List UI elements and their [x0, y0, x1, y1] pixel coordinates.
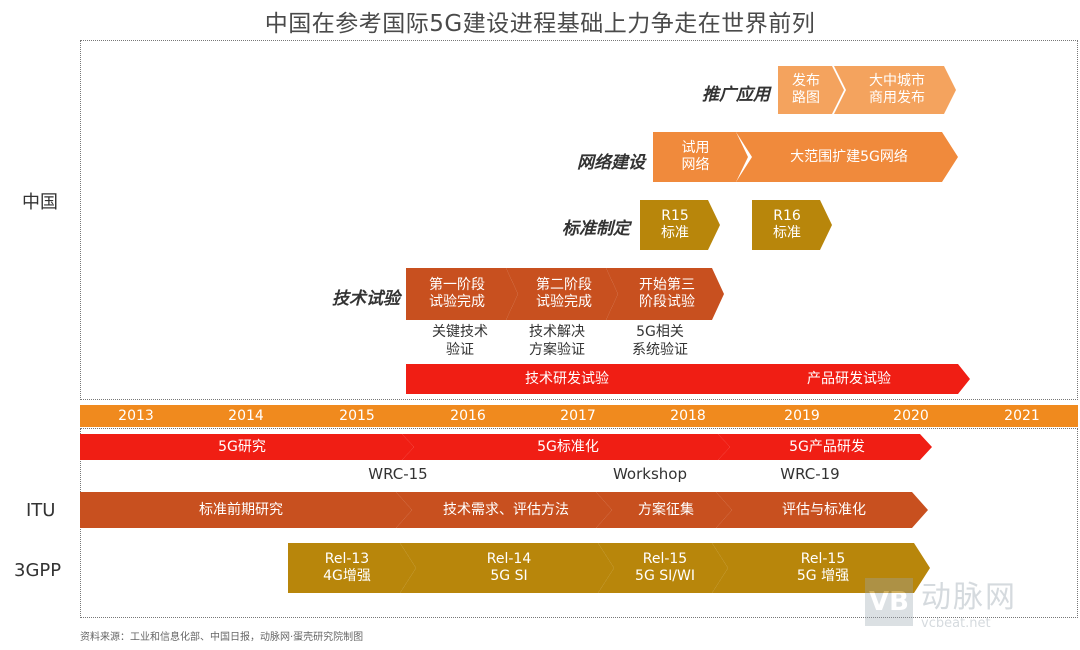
phase-label-standard: 标准制定 [562, 219, 630, 239]
rnd-product: 产品研发试验 [724, 364, 970, 394]
standard-r15: R15 标准 [640, 200, 720, 250]
global-5g-research-text: 5G研究 [218, 438, 266, 455]
global-5g-standard-text: 5G标准化 [537, 438, 599, 455]
rnd-product-text: 产品研发试验 [807, 370, 891, 387]
trial-sub-1: 关键技术 验证 [432, 324, 488, 358]
network-step-expand: 大范围扩建5G网络 [736, 132, 958, 182]
itu-step-3: 方案征集 [596, 492, 732, 528]
trial-phase-2: 第二阶段 试验完成 [506, 268, 618, 320]
tgpp-step-3: Rel-15 5G SI/WI [598, 543, 728, 593]
itu-step-1-text: 标准前期研究 [199, 501, 283, 518]
trial-phase-1: 第一阶段 试验完成 [406, 268, 518, 320]
promote-step-commercial-text: 大中城市 商用发布 [869, 73, 925, 106]
milestone-wrc19: WRC-19 [780, 465, 840, 483]
itu-step-4: 评估与标准化 [716, 492, 928, 528]
page-title: 中国在参考国际5G建设进程基础上力争走在世界前列 [264, 11, 816, 37]
source-footnote: 资料来源：工业和信息化部、中国日报，动脉网·蛋壳研究院制图 [80, 632, 364, 643]
itu-step-2: 技术需求、评估方法 [396, 492, 612, 528]
watermark-text: 动脉网 vcbeat.net [921, 572, 1017, 631]
year-2017: 2017 [560, 408, 596, 424]
trial-phase-1-text: 第一阶段 试验完成 [429, 277, 485, 310]
global-5g-product-text: 5G产品研发 [789, 438, 865, 455]
milestone-workshop: Workshop [612, 465, 687, 483]
trial-sub-3: 5G相关 系统验证 [632, 324, 688, 358]
network-step-expand-text: 大范围扩建5G网络 [790, 148, 908, 165]
watermark-cn: 动脉网 [921, 580, 1017, 615]
network-step-trial: 试用 网络 [653, 132, 748, 182]
year-2014: 2014 [228, 408, 264, 424]
trial-phase-3: 开始第三 阶段试验 [606, 268, 724, 320]
year-timeline: 2013 2014 2015 2016 2017 2018 2019 2020 … [80, 405, 1078, 427]
itu-step-4-text: 评估与标准化 [782, 501, 866, 518]
standard-r16: R16 标准 [752, 200, 832, 250]
year-2020: 2020 [893, 408, 929, 424]
global-5g-research: 5G研究 [80, 434, 414, 460]
region-label-itu: ITU [26, 500, 56, 521]
promote-step-roadmap-text: 发布 路图 [792, 73, 820, 106]
promote-step-commercial: 大中城市 商用发布 [834, 66, 956, 114]
year-2016: 2016 [450, 408, 486, 424]
itu-step-3-text: 方案征集 [638, 501, 694, 518]
region-label-china: 中国 [22, 192, 58, 213]
china-section [80, 40, 1078, 400]
trial-phase-2-text: 第二阶段 试验完成 [536, 277, 592, 310]
tgpp-step-2-text: Rel-14 5G SI [486, 551, 532, 584]
itu-step-2-text: 技术需求、评估方法 [443, 501, 569, 518]
year-2013: 2013 [118, 408, 154, 424]
phase-label-tech-trial: 技术试验 [332, 289, 400, 309]
tgpp-step-1-text: Rel-13 4G增强 [323, 551, 371, 584]
global-5g-product: 5G产品研发 [718, 434, 932, 460]
rnd-tech: 技术研发试验 [406, 364, 738, 394]
standard-r16-text: R16 标准 [773, 208, 801, 241]
vcbeat-logo-icon: VB [865, 577, 913, 626]
year-2021: 2021 [1004, 408, 1040, 424]
trial-sub-2: 技术解决 方案验证 [529, 324, 585, 358]
watermark-en: vcbeat.net [921, 616, 991, 631]
tgpp-step-2: Rel-14 5G SI [400, 543, 614, 593]
global-5g-standard: 5G标准化 [402, 434, 730, 460]
tgpp-step-1: Rel-13 4G增强 [288, 543, 416, 593]
network-step-trial-text: 试用 网络 [681, 140, 710, 173]
year-2019: 2019 [784, 408, 820, 424]
region-label-3gpp: 3GPP [14, 560, 62, 581]
phase-label-promote: 推广应用 [702, 85, 770, 105]
standard-r15-text: R15 标准 [661, 208, 689, 241]
tgpp-step-4: Rel-15 5G 增强 [712, 543, 930, 593]
watermark: VB 动脉网 vcbeat.net [865, 572, 1017, 631]
milestone-wrc15: WRC-15 [368, 465, 428, 483]
phase-label-network: 网络建设 [577, 153, 645, 173]
year-2015: 2015 [339, 408, 375, 424]
rnd-tech-text: 技术研发试验 [525, 370, 609, 387]
promote-step-roadmap: 发布 路图 [778, 66, 844, 114]
tgpp-step-4-text: Rel-15 5G 增强 [796, 551, 850, 584]
tgpp-step-3-text: Rel-15 5G SI/WI [635, 551, 695, 584]
trial-phase-3-text: 开始第三 阶段试验 [639, 277, 695, 310]
itu-step-1: 标准前期研究 [80, 492, 412, 528]
year-2018: 2018 [670, 408, 706, 424]
